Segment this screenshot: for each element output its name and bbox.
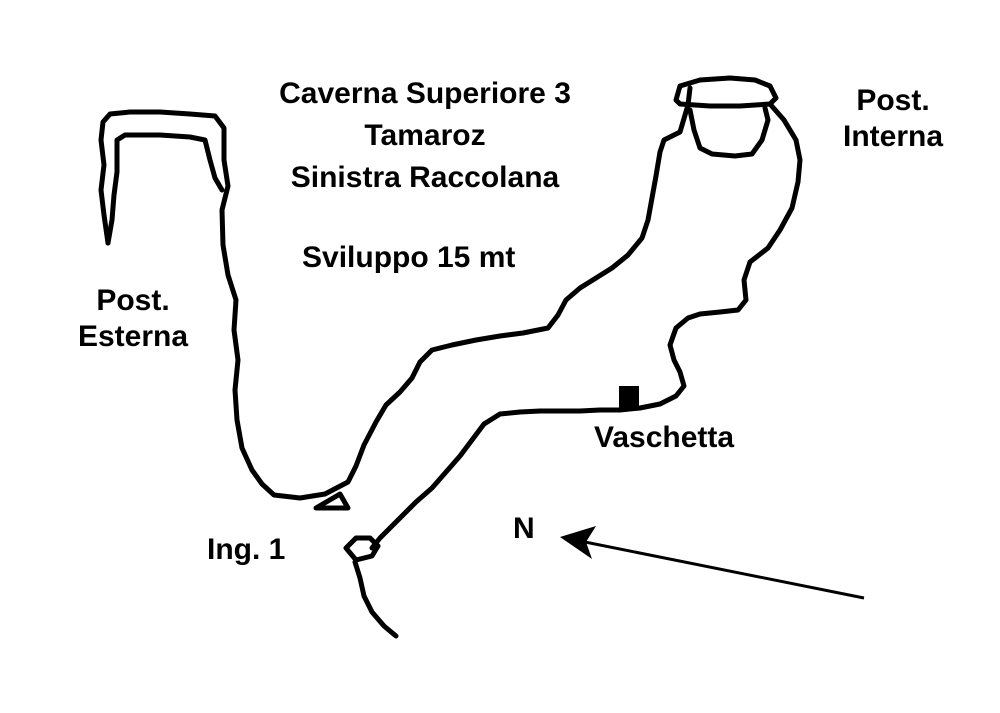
- cave-wall-internal-chamber: [673, 75, 779, 109]
- survey-title: Caverna Superiore 3 Tamaroz Sinistra Rac…: [200, 73, 650, 199]
- cave-wall-internal-pit: [687, 105, 771, 159]
- development-label: Sviluppo 15 mt: [302, 241, 516, 274]
- cave-wall-internal-right: [369, 101, 803, 551]
- title-line-2: Tamaroz: [364, 119, 486, 152]
- post-esterna-line-1: Post.: [96, 284, 170, 317]
- cave-wall-external-branch: [105, 132, 225, 246]
- post-esterna-label: Post. Esterna: [58, 283, 208, 355]
- pool-marker-icon: [619, 386, 639, 408]
- title-line-1: Caverna Superiore 3: [279, 77, 571, 110]
- entrance-step: [313, 491, 351, 511]
- north-arrow-icon: [560, 526, 596, 559]
- post-interna-label: Post. Interna: [818, 83, 968, 155]
- vaschetta-label: Vaschetta: [594, 421, 735, 454]
- title-line-3: Sinistra Raccolana: [290, 161, 560, 194]
- post-esterna-line-2: Esterna: [77, 320, 189, 353]
- north-label: N: [513, 512, 535, 545]
- post-interna-line-2: Interna: [842, 120, 944, 153]
- entrance-loop: [343, 535, 381, 563]
- cave-wall-entrance-passage: [352, 559, 399, 639]
- cave-wall-outer: [98, 85, 693, 501]
- post-interna-line-1: Post.: [856, 84, 930, 117]
- entrance-label: Ing. 1: [207, 533, 286, 566]
- north-arrow-shaft: [574, 538, 865, 600]
